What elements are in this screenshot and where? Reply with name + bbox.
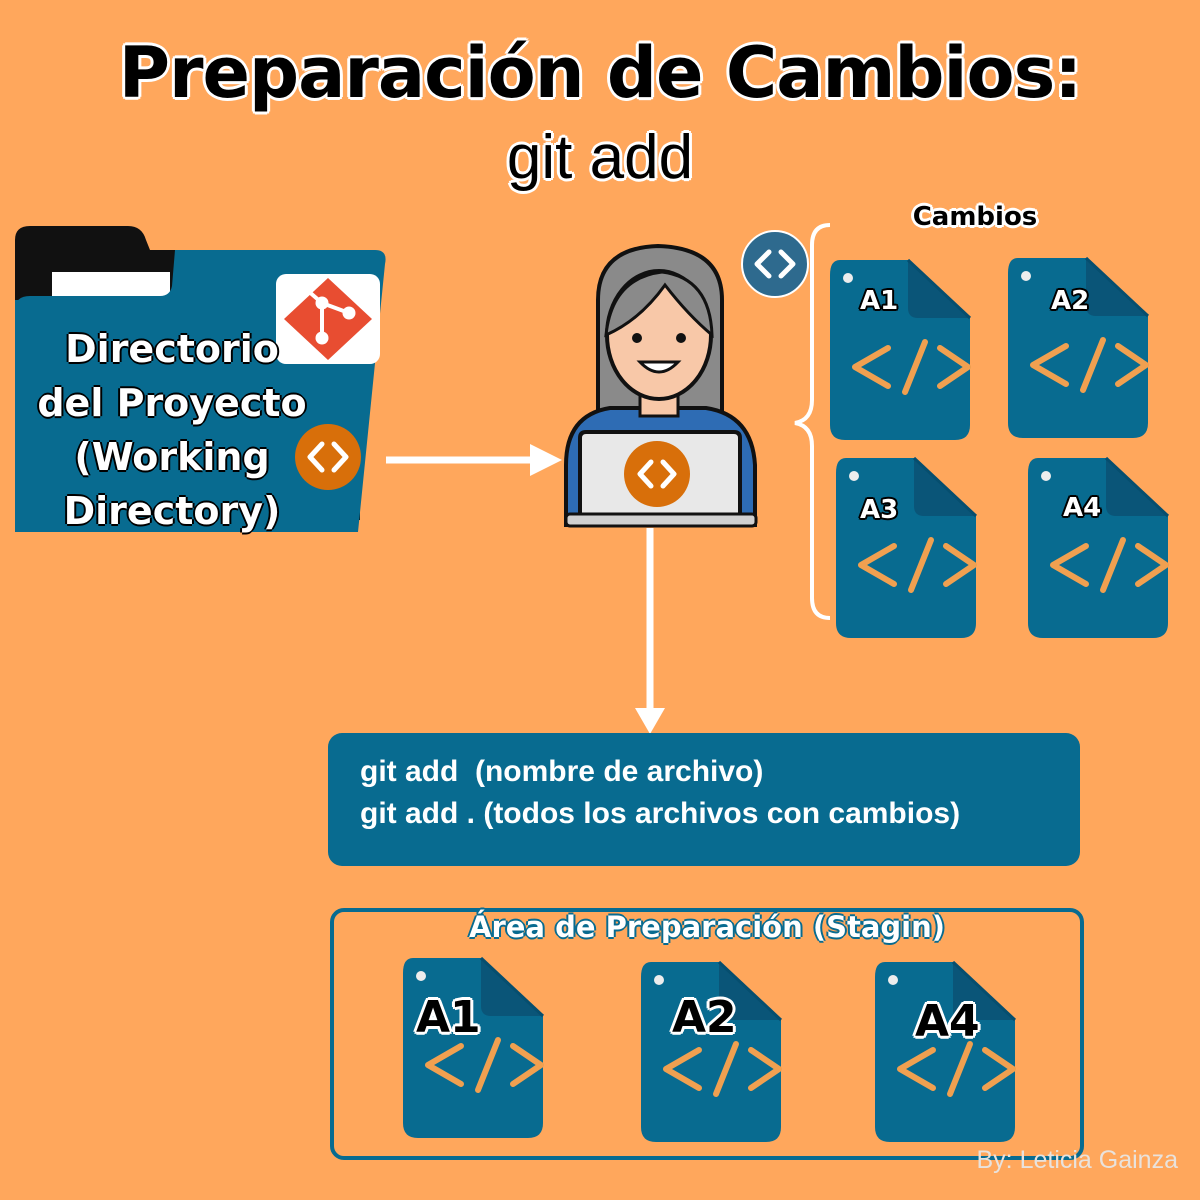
working-directory-line: del Proyecto [37,381,307,425]
working-directory-line: Directorio [65,327,279,371]
file-label-a4: A4 [1063,493,1102,523]
staging-area-box [330,908,1084,1160]
file-a3-icon [836,458,976,638]
working-directory-line: Directory) [63,489,281,533]
git-logo-icon [276,274,380,364]
command-add-file: git add (nombre de archivo) [360,755,764,788]
page-subtitle: git add [506,123,694,192]
staged-file-label-a2: A2 [672,992,737,1043]
arrow-right [386,444,562,476]
staging-area-label: Área de Preparación (Stagin) [469,910,945,944]
developer-avatar [564,243,758,528]
commands-box: git add (nombre de archivo) git add . (t… [328,733,1080,866]
file-label-a1: A1 [860,286,899,316]
author-credit: By: Leticia Gainza [976,1146,1179,1174]
code-badge-icon [295,424,361,490]
file-a2-icon [1008,258,1148,438]
staged-file-label-a4: A4 [915,996,980,1047]
working-directory-label: Directorio del Proyecto (Working Directo… [22,322,322,538]
arrow-down [635,528,665,734]
file-a4-icon [1028,458,1168,638]
brace-shape [794,223,831,620]
file-label-a2: A2 [1051,286,1090,316]
staged-file-label-a1: A1 [416,992,481,1043]
page-title: Preparación de Cambios: [118,32,1083,114]
working-directory-line: (Working [74,435,270,479]
changes-code-icon [741,230,809,298]
file-label-a3: A3 [860,495,899,525]
changes-label: Cambios [912,202,1038,232]
file-a1-icon [830,260,970,440]
command-add-all: git add . (todos los archivos con cambio… [360,797,961,830]
